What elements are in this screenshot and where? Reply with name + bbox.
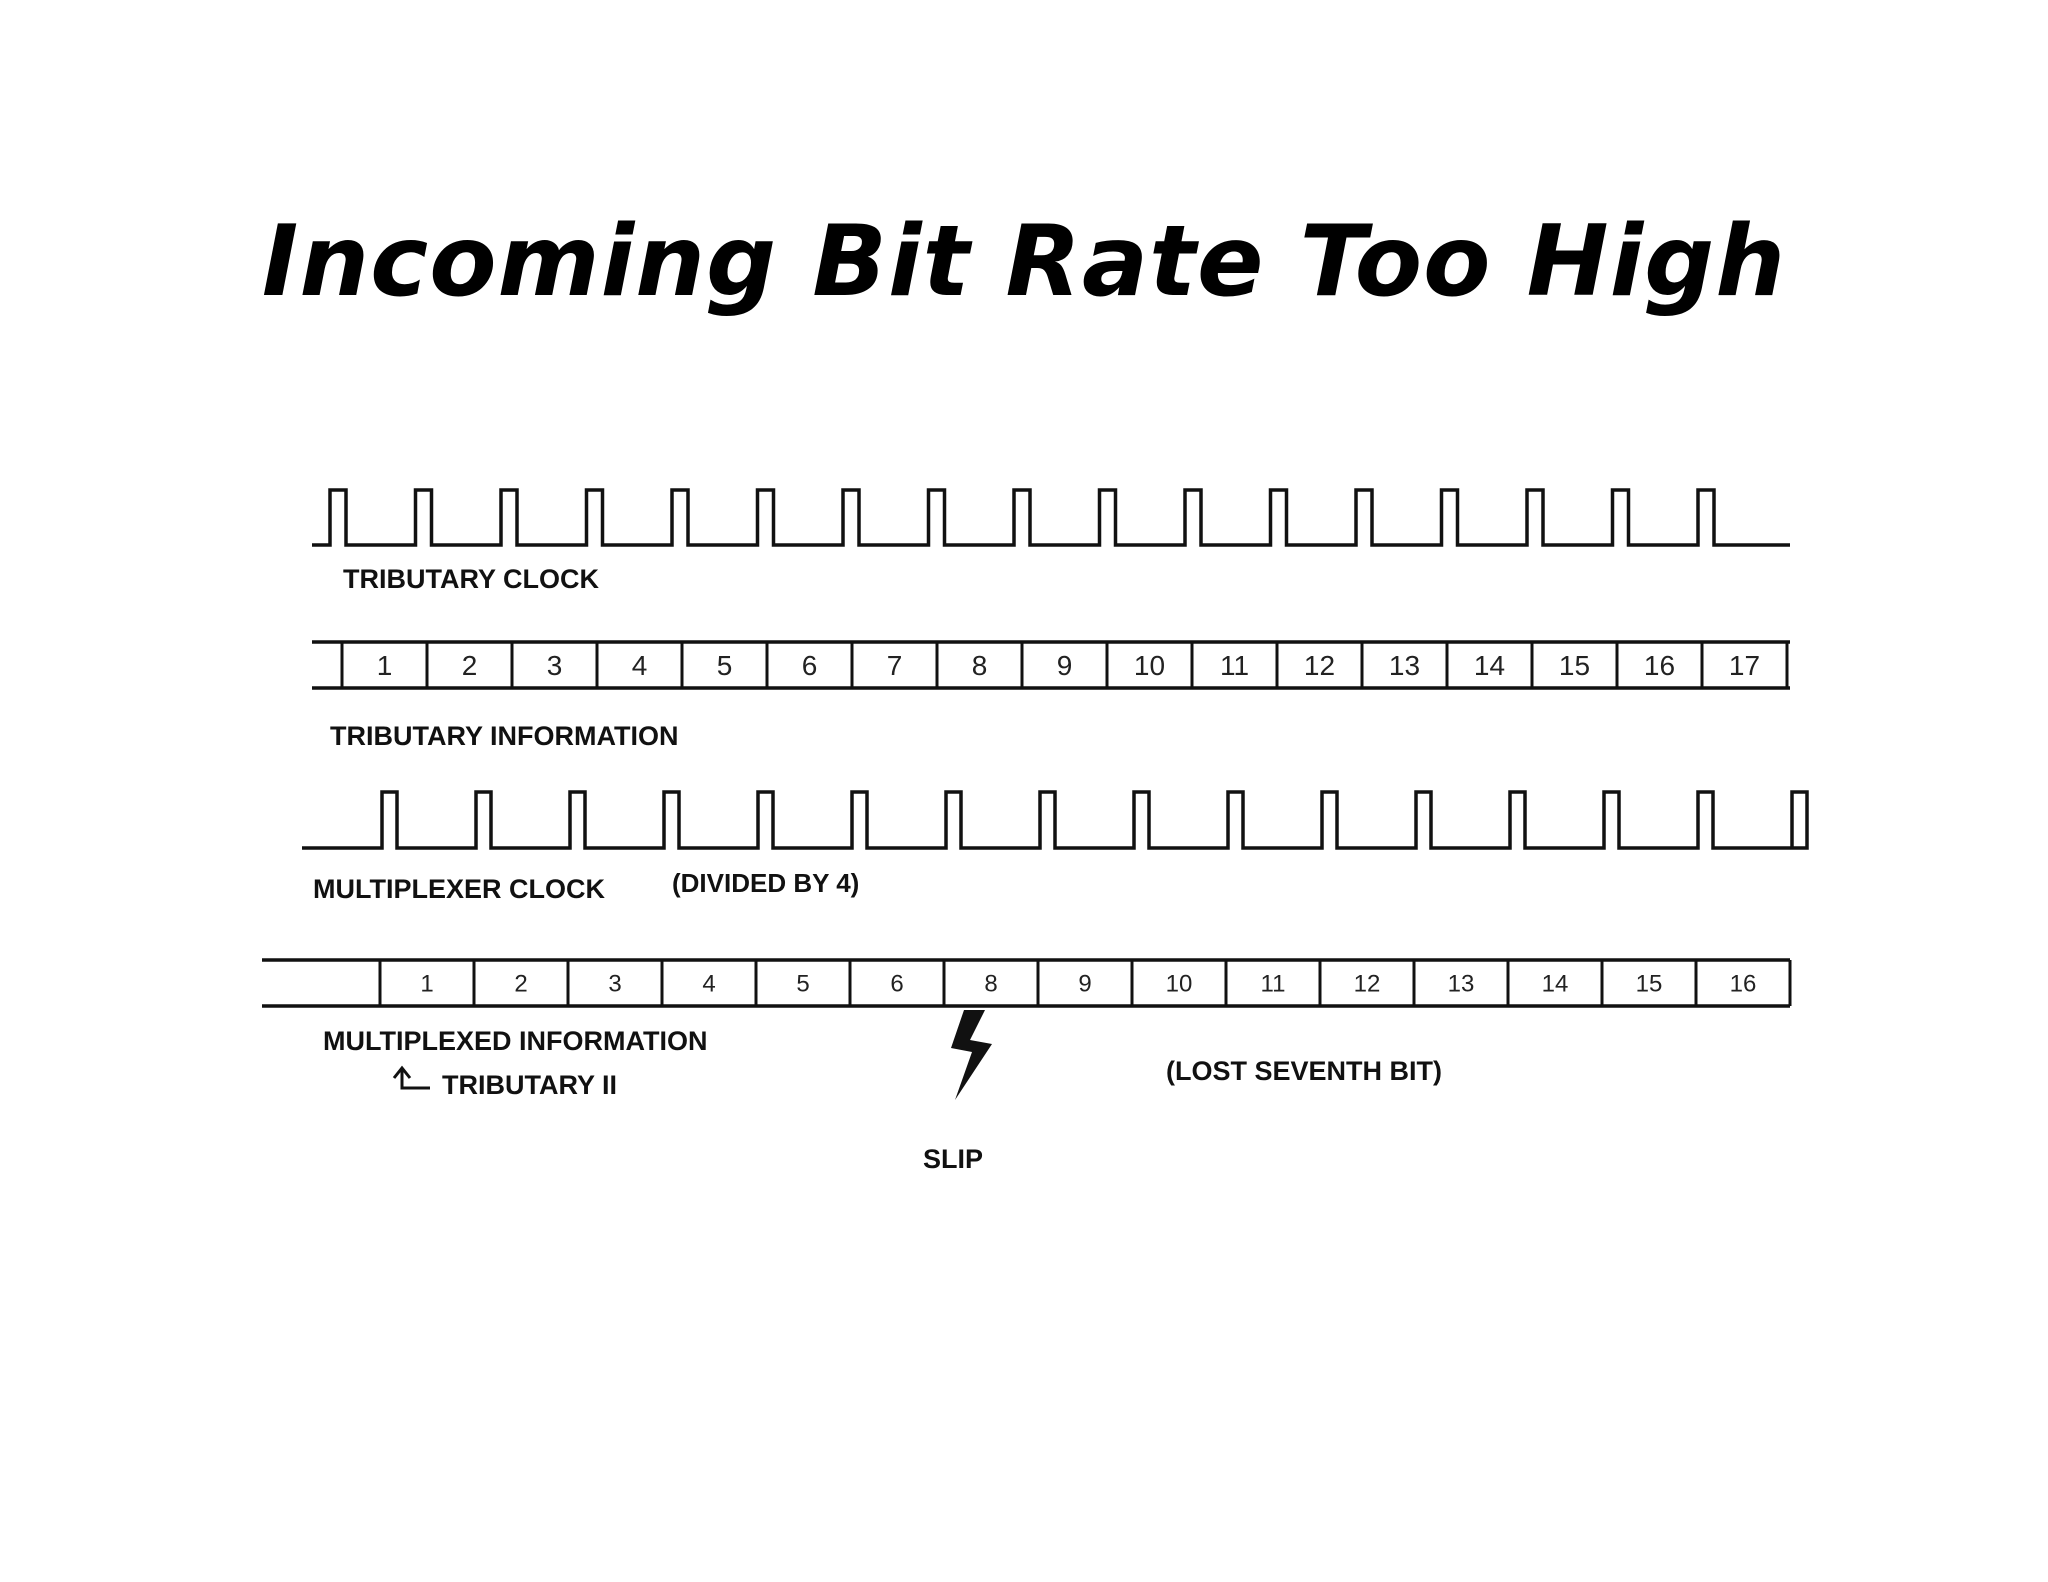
bit-label: 2 <box>514 971 527 998</box>
bit-label: 16 <box>1730 971 1757 998</box>
clock-waveform-path <box>302 790 1809 850</box>
bit-label: 15 <box>1559 650 1590 681</box>
multiplexer-clock-label: MULTIPLEXER CLOCK <box>313 874 605 904</box>
bit-label: 15 <box>1636 971 1663 998</box>
bit-label: 4 <box>632 650 648 681</box>
bit-label: 13 <box>1389 650 1420 681</box>
multiplexer-clock-waveform <box>302 790 1809 850</box>
multiplexer-clock-note: (DIVIDED BY 4) <box>672 868 859 898</box>
bit-label: 11 <box>1261 971 1286 998</box>
bit-label: 17 <box>1729 650 1760 681</box>
tributary-clock-label: TRIBUTARY CLOCK <box>343 564 599 594</box>
bit-label: 1 <box>420 971 433 998</box>
bit-label: 5 <box>796 971 809 998</box>
tributary-marker-label: TRIBUTARY II <box>442 1070 617 1100</box>
bit-label: 3 <box>608 971 621 998</box>
slip-lightning-icon <box>951 1010 992 1100</box>
bit-label: 6 <box>802 650 818 681</box>
bit-label: 14 <box>1542 971 1569 998</box>
bit-label: 16 <box>1644 650 1675 681</box>
bit-label: 1 <box>377 650 393 681</box>
clock-waveform-path <box>312 488 1790 547</box>
bit-label: 7 <box>887 650 903 681</box>
bit-label: 5 <box>717 650 733 681</box>
bit-label: 9 <box>1057 650 1073 681</box>
slip-note: (LOST SEVENTH BIT) <box>1166 1056 1442 1086</box>
bit-label: 6 <box>890 971 903 998</box>
tributary-arrow-icon <box>392 1065 430 1090</box>
multiplexed-information-label: MULTIPLEXED INFORMATION <box>323 1026 707 1056</box>
bit-label: 10 <box>1134 650 1165 681</box>
bit-label: 4 <box>702 971 715 998</box>
bit-label: 14 <box>1474 650 1505 681</box>
bit-label: 9 <box>1078 971 1091 998</box>
bit-label: 3 <box>547 650 563 681</box>
slide-title: Incoming Bit Rate Too High <box>261 205 1787 319</box>
bit-label: 12 <box>1354 971 1381 998</box>
bit-label: 2 <box>462 650 478 681</box>
tributary-information-label: TRIBUTARY INFORMATION <box>330 721 678 751</box>
bit-label: 13 <box>1448 971 1475 998</box>
bit-label: 11 <box>1220 650 1249 681</box>
bit-label: 10 <box>1166 971 1193 998</box>
tributary-clock-waveform <box>312 488 1790 547</box>
bit-label: 8 <box>972 650 988 681</box>
bit-label: 8 <box>984 971 997 998</box>
slip-label: SLIP <box>923 1144 983 1174</box>
bit-label: 12 <box>1304 650 1335 681</box>
